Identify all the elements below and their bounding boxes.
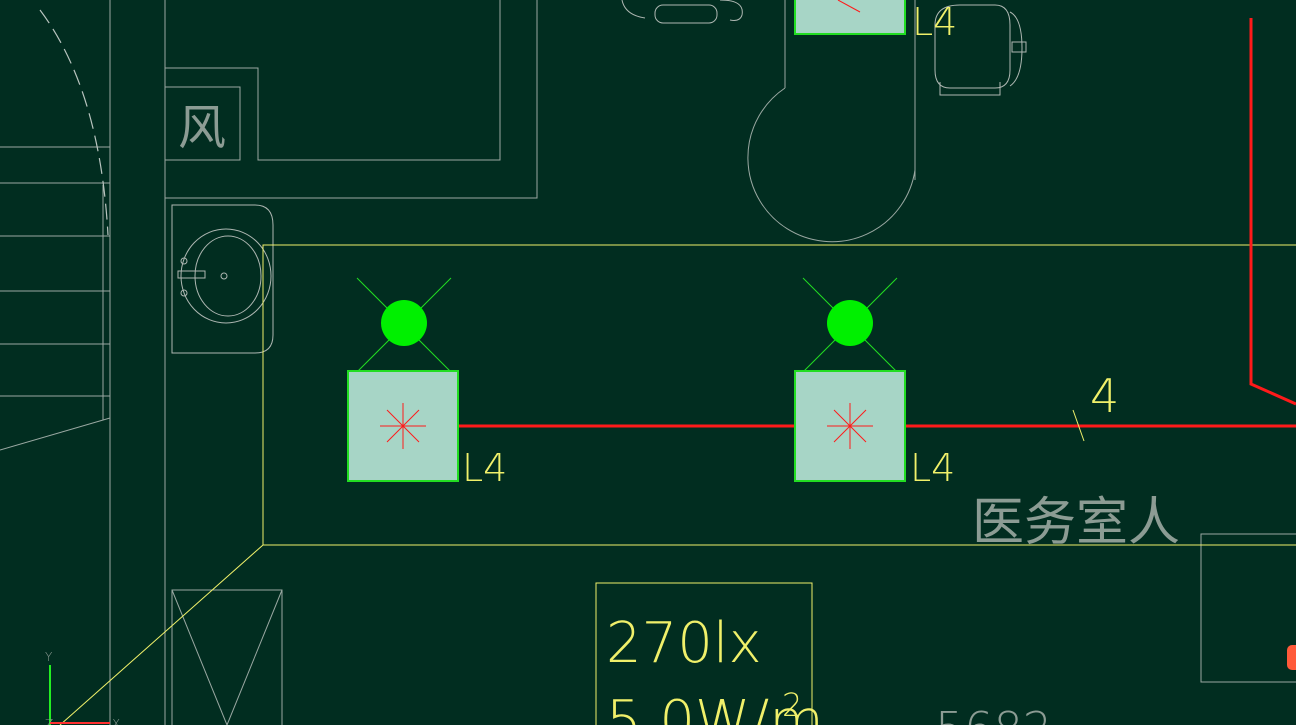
ceiling-light-icon	[347, 370, 459, 482]
room-name-label: 医务室人	[972, 493, 1180, 553]
emergency-light-icon	[356, 277, 452, 373]
emergency-light-icon	[802, 277, 898, 373]
circuit-tick-mark	[1072, 409, 1085, 442]
svg-text:Y: Y	[45, 650, 53, 664]
svg-text:Z: Z	[45, 717, 53, 725]
fixture-label: L4	[462, 446, 507, 490]
chair-icon	[621, 0, 743, 24]
washbasin-icon	[171, 204, 274, 354]
power-density-exponent: 2	[782, 686, 802, 724]
illuminance-label: 270lx	[606, 611, 762, 676]
lighting-circuit	[458, 18, 1296, 428]
circuit-count-label: 4	[1090, 369, 1119, 423]
ceiling-light-icon	[794, 370, 906, 482]
svg-text:X: X	[112, 717, 120, 725]
fan-room-label: 风	[178, 100, 226, 156]
fixture-label: L4	[910, 446, 955, 490]
ucs-icon: Y Z X	[45, 650, 120, 725]
door-swing-arc	[39, 9, 109, 236]
power-density-label: 5.0W/m	[606, 689, 824, 725]
grip-marker[interactable]	[1287, 645, 1296, 670]
chair-icon	[934, 4, 1027, 96]
fixture-label: L4	[912, 0, 957, 44]
ceiling-light-icon	[794, 0, 906, 35]
room-boundary	[59, 244, 1296, 725]
partial-dimension-text: 5682	[935, 702, 1052, 725]
